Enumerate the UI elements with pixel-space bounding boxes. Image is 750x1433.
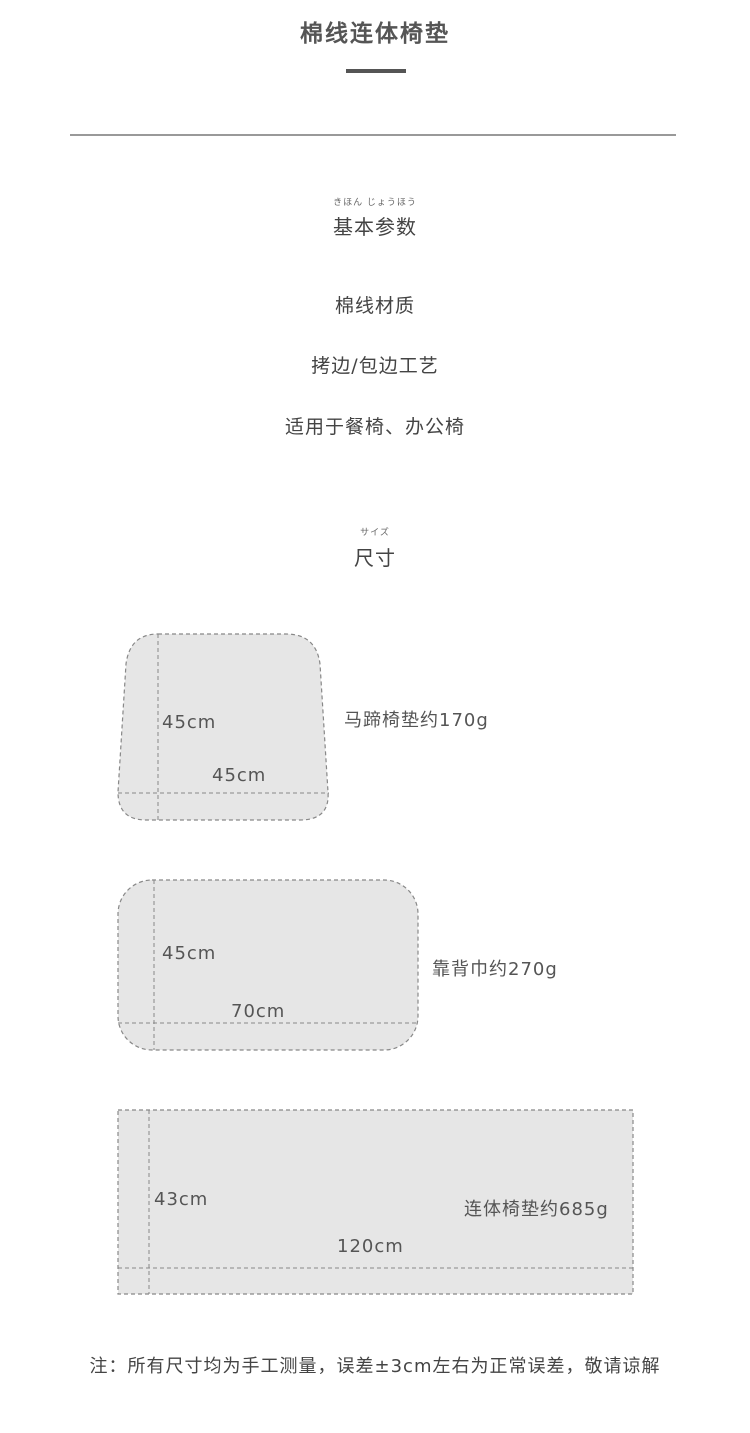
one-piece-pad-outline [117,1109,634,1295]
size-heading: 尺寸 [354,546,396,570]
footer-note: 注：所有尺寸均为手工测量，误差±3cm左右为正常误差，敬请谅解 [89,1356,661,1377]
basic-ruby: きほん じょうほう [333,198,417,208]
title-underline [346,69,406,73]
divider [70,134,676,136]
horseshoe-pad-desc: 马蹄椅垫约170g [344,710,489,731]
size-ruby: サイズ [360,528,390,538]
param-craft: 拷边/包边工艺 [311,355,439,377]
backrest-towel-outline [117,879,419,1051]
param-material: 棉线材质 [334,295,415,317]
backrest-towel-height: 45cm [162,943,217,964]
param-usage: 适用于餐椅、办公椅 [284,416,465,438]
shape-backrest-towel [117,879,419,1051]
one-piece-pad-desc: 连体椅垫约685g [464,1199,609,1220]
backrest-towel-width: 70cm [231,1001,286,1022]
horseshoe-pad-width: 45cm [212,765,267,786]
shape-one-piece-pad [117,1109,634,1295]
one-piece-pad-width: 120cm [337,1236,404,1257]
basic-heading: 基本参数 [333,215,417,239]
shape-horseshoe-pad [117,633,329,821]
horseshoe-pad-height: 45cm [162,712,217,733]
one-piece-pad-height: 43cm [154,1189,209,1210]
horseshoe-pad-outline [117,633,329,821]
page-title: 棉线连体椅垫 [300,21,450,47]
backrest-towel-desc: 靠背巾约270g [432,959,558,980]
